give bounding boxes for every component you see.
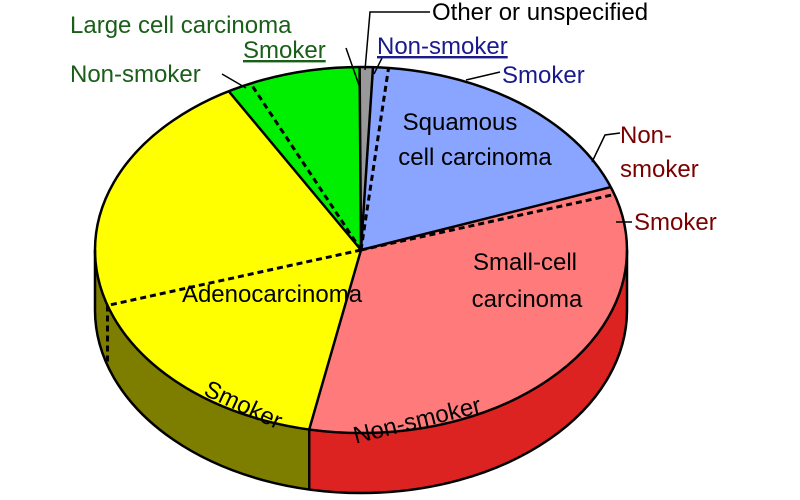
label-adenocarcinoma: Adenocarcinoma (182, 281, 363, 308)
slice-large-cell-carcinoma (228, 67, 361, 250)
side-adenocarcinoma (95, 250, 310, 490)
label-small-2: carcinoma (472, 286, 583, 313)
leader-large-nonsmoker (221, 73, 247, 89)
leader-lines (221, 11, 632, 223)
label-large-nonsmoker: Non-smoker (70, 61, 201, 88)
leader-other (364, 11, 430, 71)
label-squamous-1: Squamous (403, 109, 518, 136)
label-large-cell-title: Large cell carcinoma (70, 12, 292, 39)
slice-small-cell-carcinoma (309, 187, 628, 434)
leader-squamous-nonsmoker (373, 57, 383, 75)
subdivision-lines (106, 67, 615, 366)
slice-radii (227, 66, 612, 430)
outline-side (93, 309, 629, 495)
subdivision-line-large-cell (249, 82, 363, 251)
label-small-1: Small-cell (473, 249, 577, 276)
leader-small-nonsmoker (591, 132, 621, 163)
leader-squamous-smoker (465, 71, 501, 81)
subdivision-line-adeno (107, 248, 362, 307)
subdivision-line-squamous (359, 67, 391, 251)
label-small-nonsmoker-2: smoker (620, 156, 699, 183)
slice-squamous-cell-carcinoma (361, 67, 611, 250)
subdivision-line-small-cell (360, 192, 615, 252)
label-squamous-smoker: Smoker (502, 62, 585, 89)
leader-large-smoker (345, 47, 361, 89)
label-other: Other or unspecified (432, 0, 648, 26)
label-small-nonsmoker-1: Non- (620, 122, 672, 149)
label-large-smoker: Smoker (243, 37, 326, 64)
label-squamous-2: cell carcinoma (398, 144, 552, 171)
pie-outlines (93, 65, 629, 495)
label-squamous-nonsmoker: Non-smoker (377, 33, 508, 60)
slice-adenocarcinoma (94, 91, 362, 430)
label-small-smoker: Smoker (634, 209, 717, 236)
